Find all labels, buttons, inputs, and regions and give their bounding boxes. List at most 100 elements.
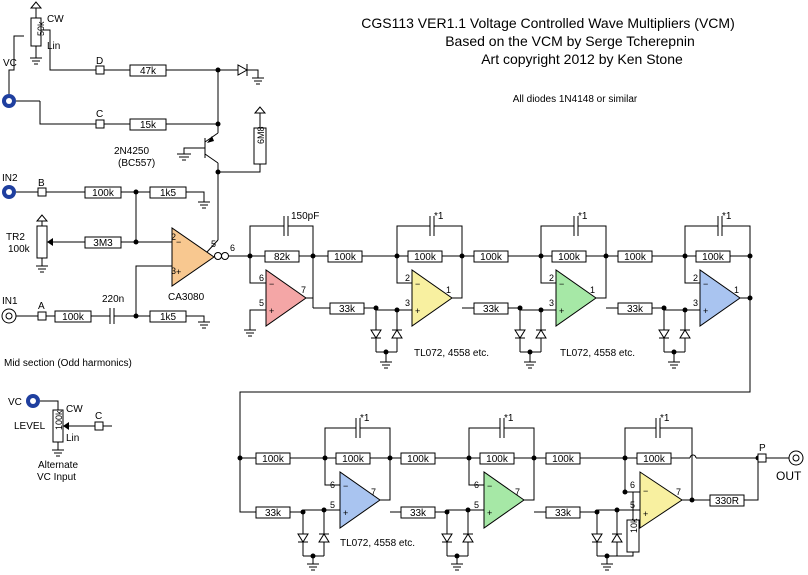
resistor-100k-s3-label: 100k [624, 252, 647, 263]
opamp-note-2: TL072, 4558 etc. [560, 348, 635, 359]
op4-minus: − [703, 279, 708, 289]
vc-label: VC [3, 58, 17, 69]
cap-150pf-label: 150pF [291, 211, 319, 222]
opamp-note-3: TL072, 4558 etc. [340, 538, 415, 549]
alt-cw-label: CW [66, 404, 83, 415]
op3-minus: − [559, 279, 564, 289]
alt-vc-label: VC [8, 397, 22, 408]
resistor-33k-l3-label: 33k [555, 508, 572, 519]
op1-plus: + [269, 306, 274, 316]
op5-plus: + [343, 508, 348, 518]
in1-jack[interactable] [1, 308, 17, 324]
op7-minus: − [643, 486, 648, 496]
op7-pin-5: 5 [630, 500, 635, 510]
op7-plus: + [643, 509, 648, 519]
ota-plus: + [176, 267, 181, 277]
resistor-100k-s5-fb-label: 100k [342, 454, 365, 465]
op2-pin-2: 2 [405, 273, 410, 283]
node-d [95, 65, 105, 75]
alt-vc-jack[interactable] [26, 394, 40, 408]
stage-4 [239, 216, 753, 458]
ota-pin-2: 2 [171, 232, 176, 242]
op2-pin-1: 1 [446, 285, 451, 295]
node-a-label: A [38, 301, 45, 312]
copyright: Art copyright 2012 by Ken Stone [481, 51, 683, 67]
op3-plus: + [559, 306, 564, 316]
node-c-label: C [96, 109, 103, 120]
op4-plus: + [703, 306, 708, 316]
transistor-label: 2N4250 [114, 146, 149, 157]
resistor-100k-s3-fb-label: 100k [558, 252, 581, 263]
resistor-33k-l1-label: 33k [265, 508, 282, 519]
pot-lin-label: Lin [47, 41, 60, 52]
op1-pin-5: 5 [259, 298, 264, 308]
resistor-47k-label: 47k [140, 66, 157, 77]
cap-s2-label: *1 [434, 211, 444, 222]
node-d-label: D [96, 56, 103, 67]
in2-label: IN2 [2, 173, 18, 184]
ota-minus: − [176, 237, 181, 247]
op4-pin-1: 1 [734, 285, 739, 295]
resistor-1k5-a-label: 1k5 [160, 188, 177, 199]
pot-cw-label: CW [47, 14, 64, 25]
op6-minus: − [487, 481, 492, 491]
cap-s7-label: *1 [660, 413, 670, 424]
op7-pin-6: 6 [630, 480, 635, 490]
cap-s5-label: *1 [360, 413, 370, 424]
ota-pin-6: 6 [230, 243, 235, 253]
title: CGS113 VER1.1 Voltage Controlled Wave Mu… [361, 15, 734, 31]
vc-jack[interactable] [2, 94, 16, 108]
stage-5 [290, 418, 393, 571]
resistor-1k5-b-label: 1k5 [160, 312, 177, 323]
opamp-1 [265, 269, 307, 327]
node-p [757, 453, 767, 463]
ota-ca3080 [171, 227, 229, 287]
cap-s3-label: *1 [578, 211, 588, 222]
resistor-100k-l1-label: 100k [262, 454, 285, 465]
resistor-100k-in1-label: 100k [62, 312, 85, 323]
pot-50k[interactable] [29, 1, 100, 71]
opamp-note-1: TL072, 4558 etc. [414, 348, 489, 359]
trimmer-tr2[interactable] [35, 214, 53, 273]
alt-node-c [94, 421, 104, 431]
ota-pin-3: 3 [171, 266, 176, 276]
resistor-33k-3-label: 33k [627, 304, 644, 315]
resistor-33k-1-label: 33k [339, 304, 356, 315]
op2-minus: − [415, 279, 420, 289]
resistor-100k-s2-label: 100k [480, 252, 503, 263]
out-label: OUT [776, 469, 802, 483]
tr2-value: 100k [8, 244, 31, 255]
cap-s6-label: *1 [504, 413, 514, 424]
pot-level[interactable] [52, 409, 69, 457]
op2-plus: + [415, 306, 420, 316]
stage-2 [364, 216, 465, 369]
pot-50k-value: 50k [36, 21, 46, 36]
node-p-label: P [759, 443, 766, 454]
node-b [37, 187, 47, 197]
resistor-100k-s1-label: 100k [334, 252, 357, 263]
resistor-82k-label: 82k [274, 252, 291, 263]
op6-plus: + [487, 508, 492, 518]
node-b-label: B [38, 178, 45, 189]
diode-note: All diodes 1N4148 or similar [513, 94, 638, 105]
diode [237, 64, 249, 76]
in1-label: IN1 [2, 296, 18, 307]
resistor-100k-s4-fb-label: 100k [702, 252, 725, 263]
level-label: LEVEL [14, 421, 46, 432]
op1-minus: − [269, 279, 274, 289]
mid-section-label: Mid section (Odd harmonics) [4, 358, 132, 369]
resistor-10k-label: 10k [629, 518, 639, 533]
stage-3 [508, 216, 609, 369]
op5-minus: − [343, 481, 348, 491]
op4-pin-2: 2 [693, 273, 698, 283]
subtitle: Based on the VCM by Serge Tcherepnin [445, 33, 695, 49]
ota-label: CA3080 [168, 292, 205, 303]
in2-jack[interactable] [2, 185, 16, 199]
resistor-100k-l2-label: 100k [407, 454, 430, 465]
resistor-33k-l2-label: 33k [410, 508, 427, 519]
op5-pin-6: 6 [330, 480, 335, 490]
out-jack[interactable] [788, 450, 804, 466]
tr2-label: TR2 [6, 232, 25, 243]
op1-pin-7: 7 [301, 285, 306, 295]
op6-pin-6: 6 [474, 480, 479, 490]
